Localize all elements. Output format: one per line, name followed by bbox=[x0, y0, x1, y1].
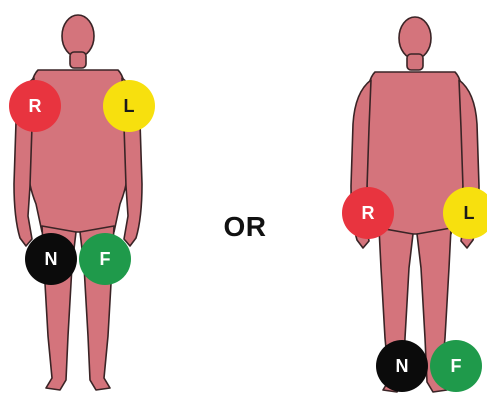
foot-electrode: F bbox=[430, 340, 482, 392]
foot-electrode: F bbox=[79, 233, 131, 285]
neutral-electrode: N bbox=[376, 340, 428, 392]
neutral-electrode: N bbox=[25, 233, 77, 285]
left-body-figure bbox=[14, 15, 142, 390]
right-arm-electrode: R bbox=[9, 80, 61, 132]
or-separator-label: OR bbox=[215, 210, 275, 244]
right-arm-electrode: R bbox=[342, 187, 394, 239]
left-arm-electrode: L bbox=[103, 80, 155, 132]
left-arm-electrode: L bbox=[443, 187, 487, 239]
